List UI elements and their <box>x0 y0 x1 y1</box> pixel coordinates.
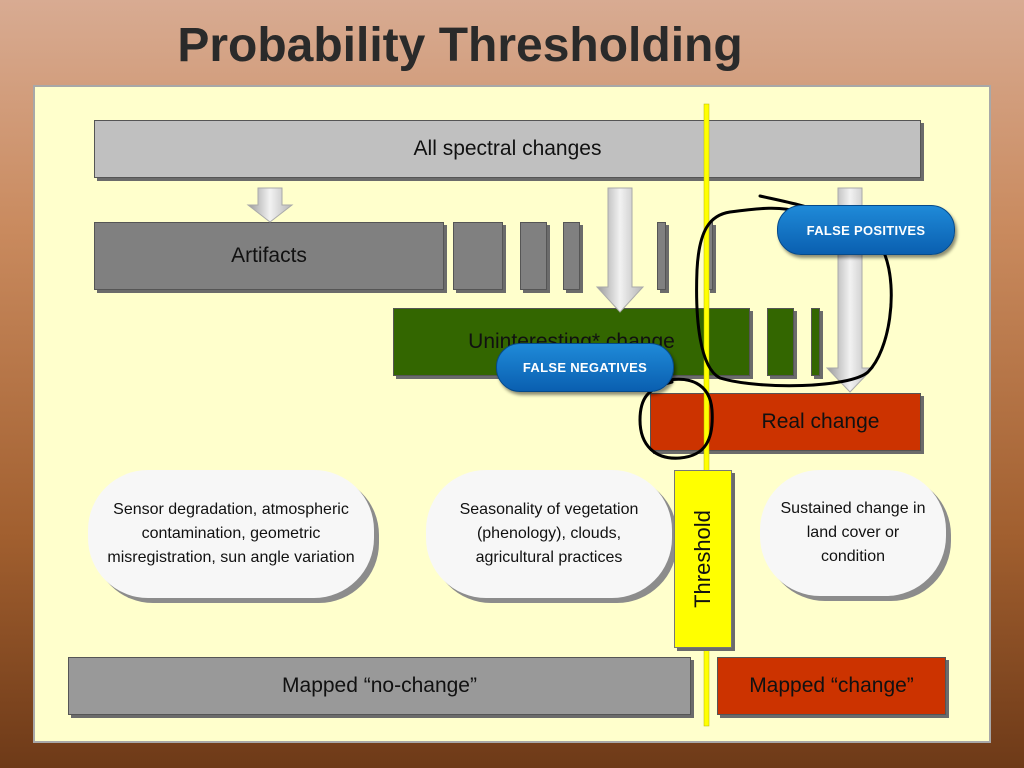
artifacts-fragment <box>520 222 547 290</box>
false-negatives-pill: FALSE NEGATIVES <box>496 343 674 392</box>
mapped-change-box: Mapped “change” <box>717 657 946 715</box>
artifacts-fragment <box>707 222 713 290</box>
uninteresting-fragment <box>811 308 820 376</box>
uninteresting-fragment <box>767 308 794 376</box>
real-change-description: Sustained change in land cover or condit… <box>780 500 926 565</box>
false-negatives-label: FALSE NEGATIVES <box>522 360 648 375</box>
mapped-no-change-box: Mapped “no-change” <box>68 657 691 715</box>
artifacts-fragment <box>657 222 666 290</box>
mapped-change-label: Mapped “change” <box>749 674 914 697</box>
false-positives-pill: FALSE POSITIVES <box>777 205 955 255</box>
all-spectral-changes-label: All spectral changes <box>413 137 602 160</box>
artifacts-description-bubble: Sensor degradation, atmospheric contamin… <box>88 470 374 598</box>
false-positives-label: FALSE POSITIVES <box>806 222 926 238</box>
real-change-box: Real change <box>650 393 921 451</box>
artifacts-description: Sensor degradation, atmospheric contamin… <box>107 501 355 566</box>
real-change-label: Real change <box>761 410 880 433</box>
all-spectral-changes-box: All spectral changes <box>94 120 921 178</box>
uninteresting-description: Seasonality of vegetation (phenology), c… <box>459 501 639 566</box>
artifacts-fragment <box>563 222 580 290</box>
mapped-no-change-label: Mapped “no-change” <box>282 674 477 697</box>
artifacts-box: Artifacts <box>94 222 444 290</box>
threshold-box: Threshold <box>674 470 732 648</box>
uninteresting-description-bubble: Seasonality of vegetation (phenology), c… <box>426 470 672 598</box>
page-title: Probability Thresholding <box>177 19 743 72</box>
real-change-description-bubble: Sustained change in land cover or condit… <box>760 470 946 596</box>
artifacts-label: Artifacts <box>231 244 307 267</box>
threshold-label: Threshold <box>690 510 715 608</box>
artifacts-fragment <box>453 222 503 290</box>
